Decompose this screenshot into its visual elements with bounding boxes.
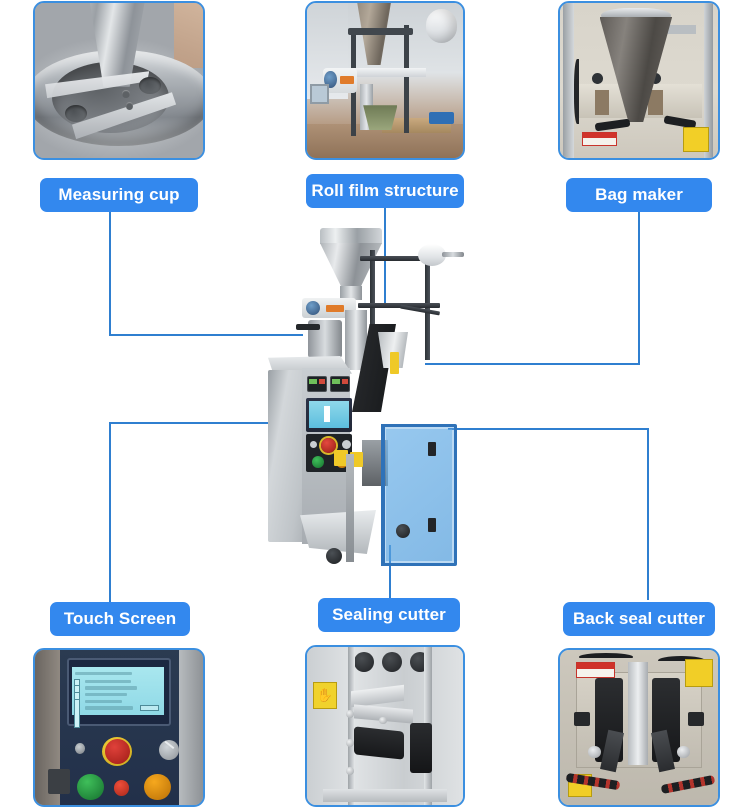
machine-part-base-frame: [346, 454, 354, 562]
machine-part-guard-pane: [386, 429, 452, 561]
label-touch-screen[interactable]: Touch Screen: [50, 602, 190, 636]
machine-part-start-button[interactable]: [312, 456, 324, 468]
machine-part-caster-wheel: [326, 548, 342, 564]
machine-part-back-seal-guard: [390, 352, 399, 374]
photo-sealing-cutter-image: [307, 647, 463, 805]
machine-part-cup-arm: [296, 324, 320, 330]
label-roll-film-structure[interactable]: Roll film structure: [306, 174, 464, 208]
label-measuring-cup-text: Measuring cup: [58, 185, 180, 204]
machine-part-meter-right-lamp: [342, 379, 348, 384]
label-measuring-cup[interactable]: Measuring cup: [40, 178, 198, 212]
machine-part-motor-face: [306, 301, 320, 315]
machine-part-forming-tube: [345, 310, 367, 370]
label-roll-film-structure-text: Roll film structure: [311, 181, 459, 200]
photo-measuring-cup-image: [35, 3, 203, 158]
machine-part-sealing-cutter-guard: [334, 450, 348, 466]
machine-part-screen-digit: [324, 406, 330, 422]
label-bag-maker-text: Bag maker: [595, 185, 683, 204]
machine-part-motor-label: [326, 305, 344, 312]
machine-part-roll-shaft: [442, 252, 464, 257]
machine-photo: [250, 228, 500, 568]
photo-back-seal-cutter[interactable]: [558, 648, 720, 807]
label-sealing-cutter-text: Sealing cutter: [332, 605, 446, 624]
machine-part-caster-wheel-rear: [396, 524, 410, 538]
photo-touch-screen-image: [35, 650, 203, 805]
machine-part-guard-hinge-bottom: [428, 518, 436, 532]
label-back-seal-cutter-text: Back seal cutter: [573, 609, 706, 628]
machine-part-guard-hinge-top: [428, 442, 436, 456]
machine-part-meter-left-lamp: [319, 379, 325, 384]
photo-touch-screen[interactable]: [33, 648, 205, 807]
machine-part-discharge-tray: [300, 510, 376, 554]
machine-part-emergency-stop[interactable]: [321, 438, 336, 453]
photo-sealing-cutter[interactable]: [305, 645, 465, 807]
photo-back-seal-cutter-image: [560, 650, 718, 805]
label-bag-maker[interactable]: Bag maker: [566, 178, 712, 212]
machine-part-selector-switch[interactable]: [342, 440, 351, 449]
machine-part-feed-hopper: [320, 228, 382, 244]
machine-part-guard-post: [381, 424, 385, 566]
label-back-seal-cutter[interactable]: Back seal cutter: [563, 602, 715, 636]
machine-part-film-beam-upper: [360, 256, 434, 261]
label-sealing-cutter[interactable]: Sealing cutter: [318, 598, 460, 632]
photo-bag-maker[interactable]: [558, 1, 720, 160]
photo-bag-maker-image: [560, 3, 718, 158]
photo-roll-film-structure-image: [307, 3, 463, 158]
label-touch-screen-text: Touch Screen: [63, 609, 177, 628]
machine-part-indicator-lamp: [310, 441, 317, 448]
photo-roll-film-structure[interactable]: [305, 1, 465, 160]
photo-measuring-cup[interactable]: [33, 1, 205, 160]
machine-part-meter-left-display: [309, 379, 317, 384]
machine-part-film-beam-lower: [358, 303, 440, 308]
machine-part-meter-right-display: [332, 379, 340, 384]
machine-part-hopper-neck: [340, 286, 362, 300]
